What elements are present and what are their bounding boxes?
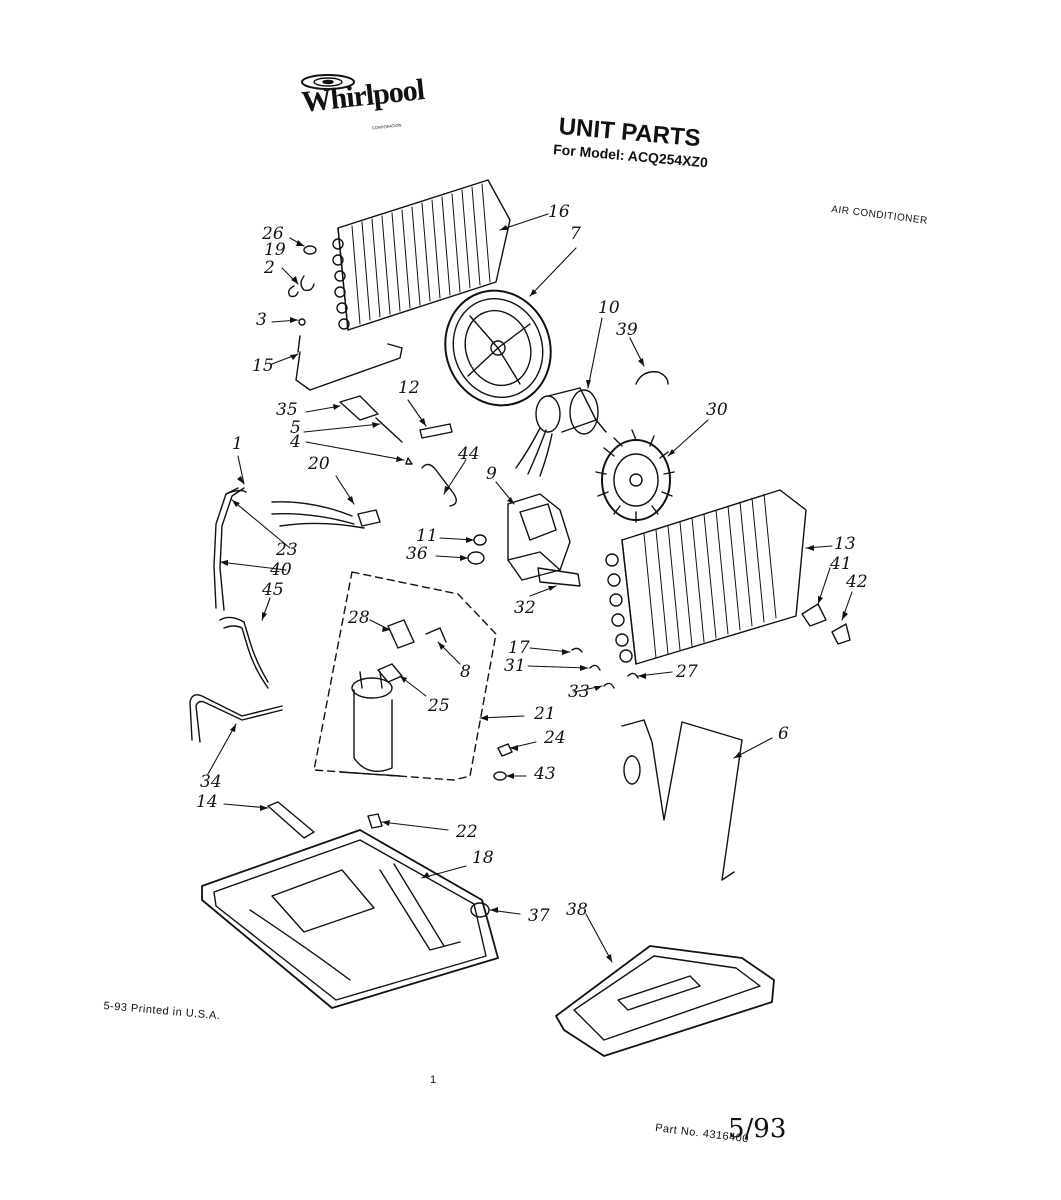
callout-39: 39 xyxy=(616,320,638,340)
part-19 xyxy=(300,275,315,292)
callout-44: 44 xyxy=(458,444,480,464)
part-14 xyxy=(267,801,315,839)
fan-shroud-part xyxy=(444,289,552,407)
callout-18: 18 xyxy=(472,848,494,868)
callout-4: 4 xyxy=(290,432,301,452)
fan-motor-part xyxy=(515,387,607,477)
callout-22: 22 xyxy=(456,822,478,842)
callout-35: 35 xyxy=(276,400,298,420)
part-27 xyxy=(627,672,639,679)
callout-30: 30 xyxy=(706,400,728,420)
capillary-tube-part-6 xyxy=(621,719,743,881)
leader-arrowheads xyxy=(220,225,848,962)
part-32 xyxy=(537,567,581,587)
callout-2: 2 xyxy=(264,258,275,278)
part-42 xyxy=(831,623,851,645)
callout-38: 38 xyxy=(566,900,588,920)
tube-part-45 xyxy=(219,616,269,689)
compressor-kit-box-21 xyxy=(313,571,497,781)
part-25 xyxy=(377,663,403,683)
callout-5: 5 xyxy=(290,418,301,438)
grommet-part-37 xyxy=(470,902,490,918)
callout-12: 12 xyxy=(398,378,420,398)
wire-harness-44 xyxy=(421,463,457,507)
callout-42: 42 xyxy=(846,572,868,592)
callout-27: 27 xyxy=(676,662,698,682)
part-24 xyxy=(497,743,513,757)
callout-8: 8 xyxy=(460,662,471,682)
part-36 xyxy=(467,551,485,565)
part-5-line xyxy=(375,417,403,443)
part-31 xyxy=(589,664,601,671)
page-number: 1 xyxy=(430,1074,437,1086)
part-3 xyxy=(298,318,306,326)
part-41 xyxy=(801,603,827,627)
part-28 xyxy=(387,619,415,649)
callout-11: 11 xyxy=(416,526,438,546)
part-43 xyxy=(493,771,507,781)
wire-harness-20 xyxy=(271,501,365,529)
blower-wheel-part xyxy=(595,429,675,523)
part-2 xyxy=(287,285,299,298)
callout-41: 41 xyxy=(830,554,852,574)
callout-21: 21 xyxy=(534,704,556,724)
evaporator-coil-part xyxy=(605,489,807,665)
callout-40: 40 xyxy=(270,560,292,580)
callout-10: 10 xyxy=(598,298,620,318)
callout-34: 34 xyxy=(200,772,222,792)
base-pan-part xyxy=(201,829,499,1009)
part-22 xyxy=(367,813,383,829)
callout-6: 6 xyxy=(778,724,789,744)
callout-32: 32 xyxy=(514,598,536,618)
part-26 xyxy=(303,245,317,255)
condenser-coil-part xyxy=(295,179,511,391)
callout-3: 3 xyxy=(256,310,267,330)
callout-14: 14 xyxy=(196,792,218,812)
callout-1: 1 xyxy=(232,434,243,454)
part-35 xyxy=(339,395,379,421)
callout-7: 7 xyxy=(570,224,581,244)
callout-9: 9 xyxy=(486,464,497,484)
callout-16: 16 xyxy=(548,202,570,222)
callout-37: 37 xyxy=(528,906,550,926)
callout-20: 20 xyxy=(308,454,330,474)
tube-part-40 xyxy=(213,487,239,609)
drain-pan-part xyxy=(555,945,775,1057)
tube-part-34 xyxy=(189,694,283,743)
callout-26: 26 xyxy=(262,224,284,244)
part-33 xyxy=(603,682,615,689)
clip-part-39 xyxy=(635,371,669,385)
part-11 xyxy=(473,534,487,546)
callout-19: 19 xyxy=(264,240,286,260)
callout-15: 15 xyxy=(252,356,274,376)
whirlpool-swirl-icon xyxy=(301,74,355,90)
motor-bracket-part-9 xyxy=(507,493,571,581)
callout-28: 28 xyxy=(348,608,370,628)
callout-36: 36 xyxy=(406,544,428,564)
leader-lines xyxy=(207,213,853,963)
callout-43: 43 xyxy=(534,764,556,784)
callout-17: 17 xyxy=(508,638,530,658)
callout-24: 24 xyxy=(544,728,566,748)
callout-33: 33 xyxy=(568,682,590,702)
callout-25: 25 xyxy=(428,696,450,716)
part-4 xyxy=(405,457,413,465)
callout-23: 23 xyxy=(276,540,298,560)
callout-45: 45 xyxy=(262,580,284,600)
compressor-part xyxy=(339,671,401,777)
part-12 xyxy=(419,423,453,439)
callout-13: 13 xyxy=(834,534,856,554)
part-17 xyxy=(571,647,583,653)
handwritten-date: 5/93 xyxy=(728,1114,787,1144)
coil-return-bends xyxy=(332,238,350,330)
callout-31: 31 xyxy=(504,656,526,676)
part-8 xyxy=(425,627,447,643)
